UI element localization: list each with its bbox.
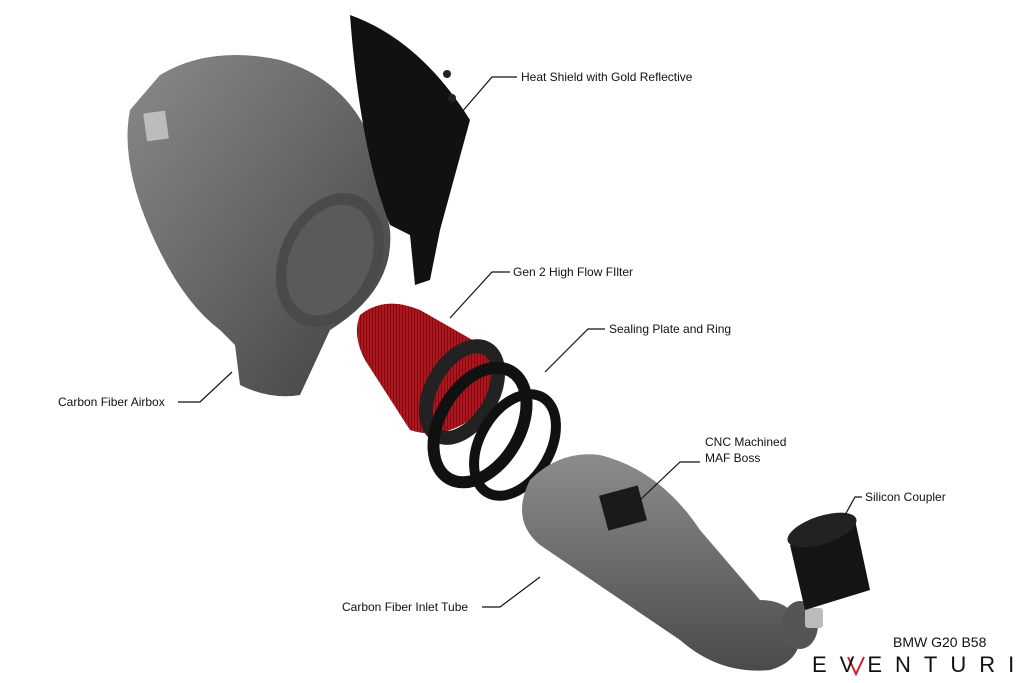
label-heat-shield: Heat Shield with Gold Reflective	[521, 70, 693, 84]
label-maf-line2: MAF Boss	[705, 451, 761, 465]
carbon-fiber-airbox	[127, 55, 391, 397]
label-filter: Gen 2 High Flow FIlter	[513, 265, 634, 279]
label-coupler: Silicon Coupler	[865, 490, 946, 504]
brand-logo: EVENTURI	[812, 652, 1024, 677]
label-maf-line1: CNC Machined	[705, 435, 787, 449]
leader-lines	[178, 76, 862, 608]
heat-shield	[350, 15, 470, 285]
silicon-coupler	[787, 512, 870, 610]
model-caption: BMW G20 B58	[893, 634, 987, 650]
label-sealing-plate: Sealing Plate and Ring	[609, 322, 732, 336]
carbon-fiber-inlet-tube	[522, 454, 823, 671]
label-airbox: Carbon Fiber Airbox	[58, 395, 165, 409]
logo-v-accent	[847, 656, 865, 677]
label-inlet-tube: Carbon Fiber Inlet Tube	[342, 600, 469, 614]
sealing-plate-and-ring	[427, 361, 561, 501]
